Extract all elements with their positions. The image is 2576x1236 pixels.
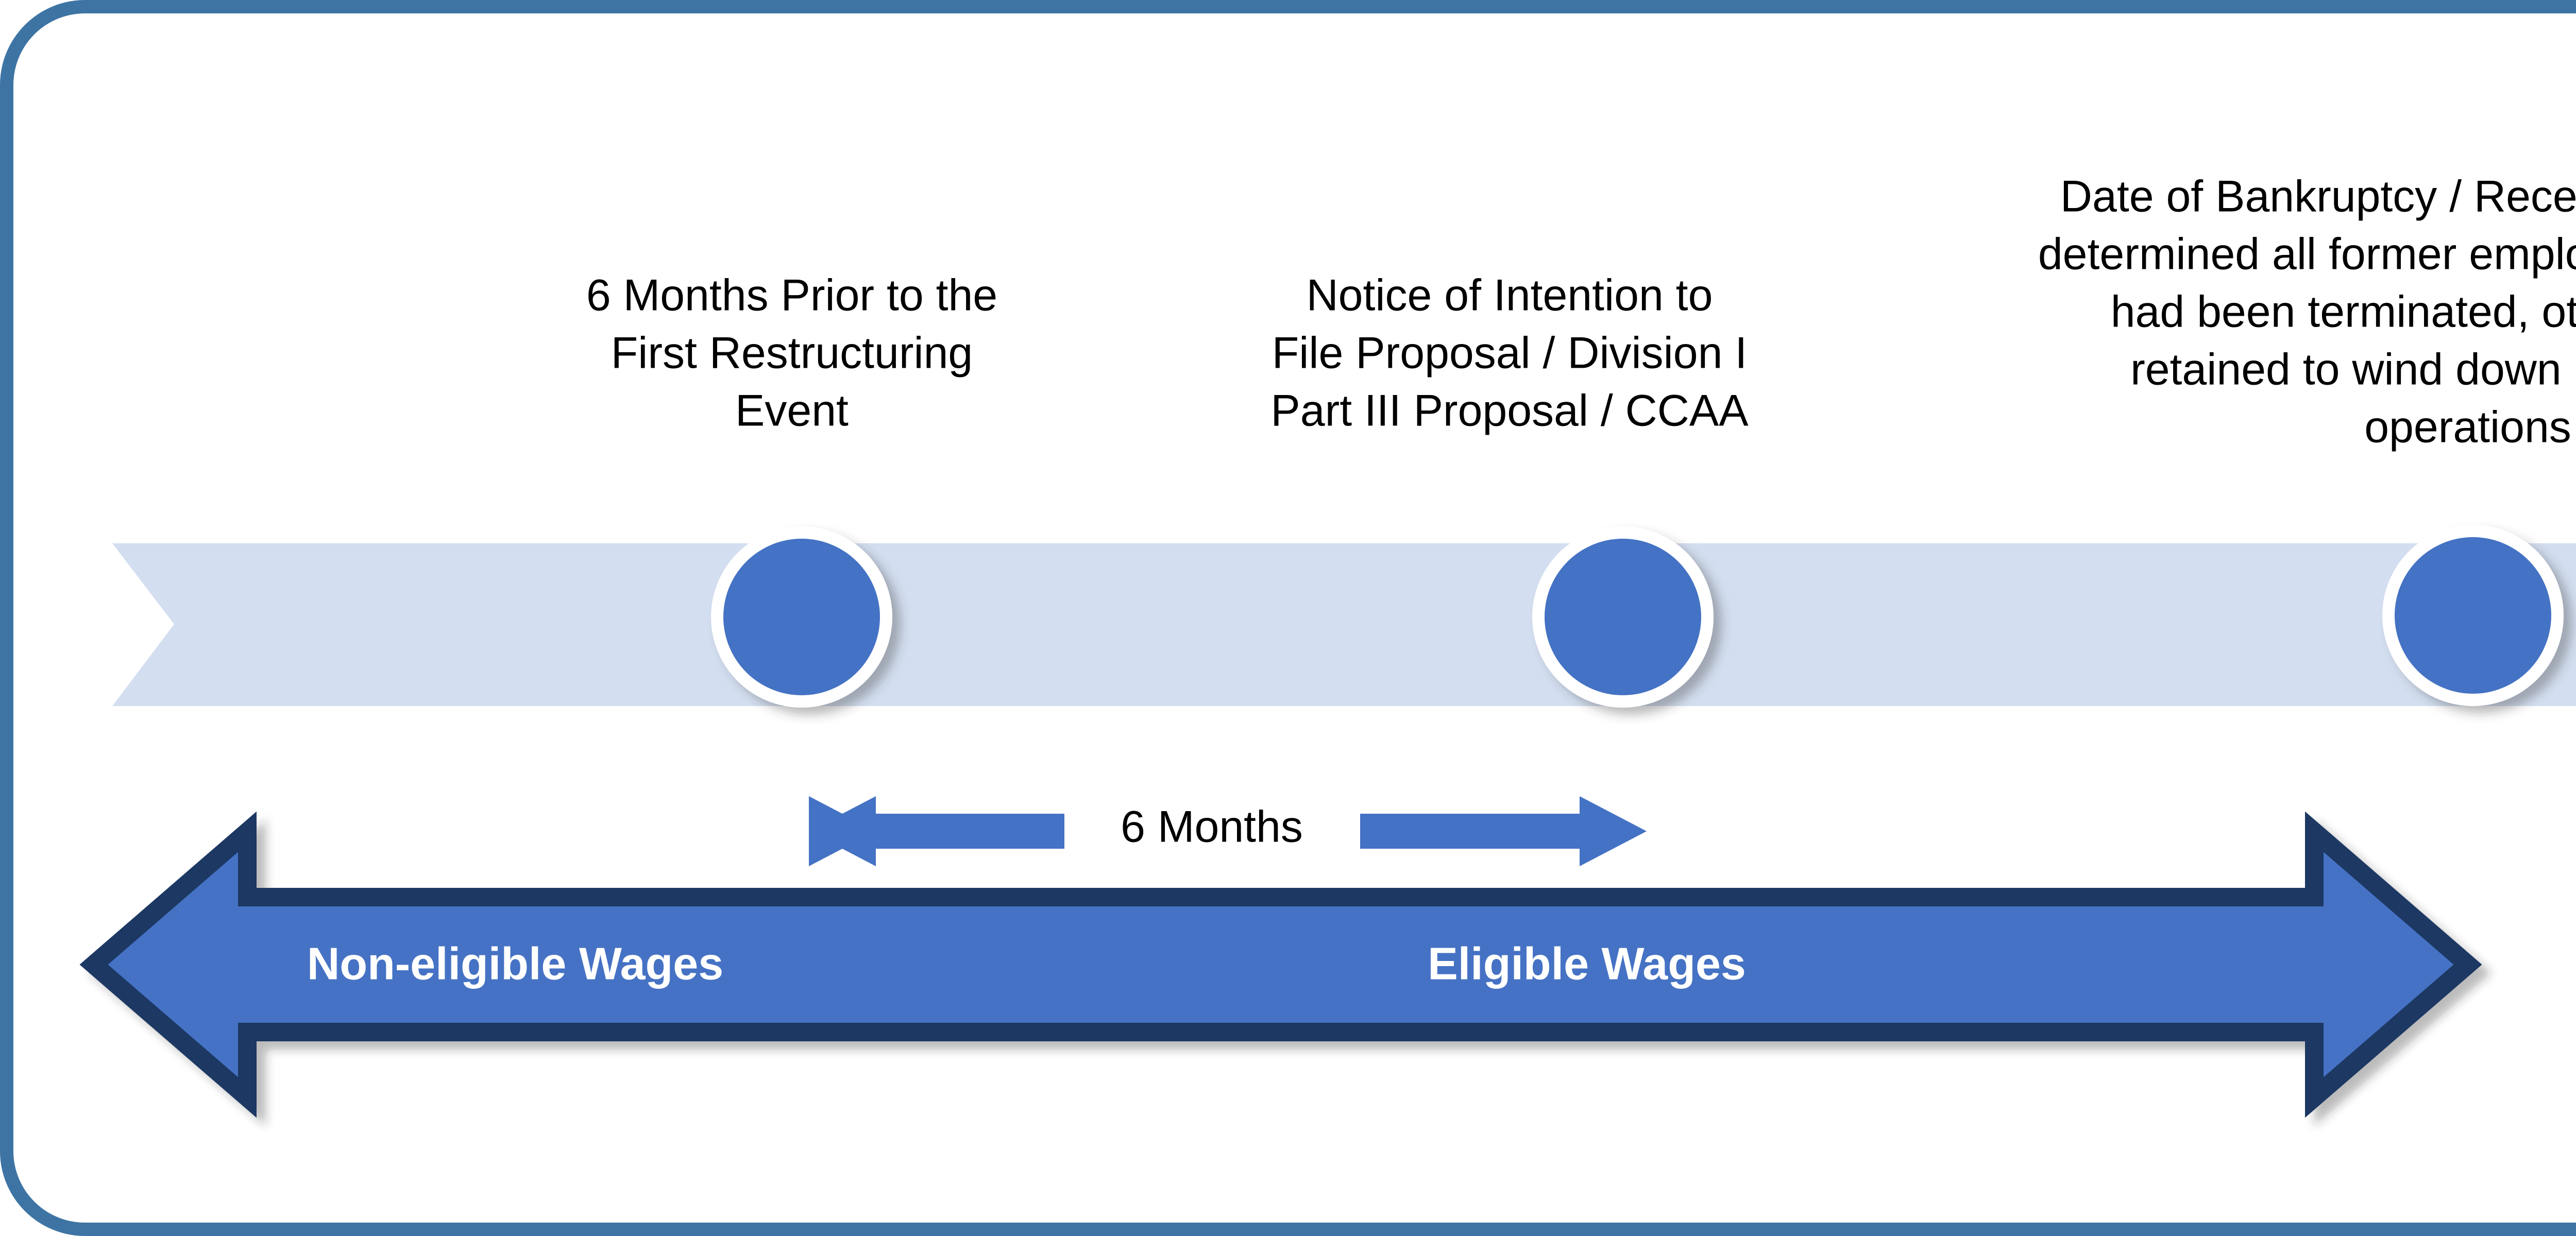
milestone-label-2-line-1: Notice of Intention to <box>1307 271 1713 320</box>
milestone-label-1-line-2: First Restructuring <box>611 329 973 378</box>
milestone-label-1: 6 Months Prior to the First Restructurin… <box>586 271 997 436</box>
milestone-label-3-line-4: retained to wind down its business <box>2130 345 2576 394</box>
milestone-label-2: Notice of Intention to File Proposal / D… <box>1270 271 1749 436</box>
six-months-span-arrow <box>809 796 1647 866</box>
circle-marker-1 <box>723 539 880 695</box>
milestone-label-1-line-3: Event <box>735 386 849 436</box>
milestone-marker-1[interactable] <box>711 526 892 708</box>
milestone-marker-3[interactable] <box>2382 525 2564 706</box>
span-arrow-right-bar <box>1360 814 1581 849</box>
milestone-marker-2[interactable] <box>1532 526 1714 708</box>
milestone-label-2-line-3: Part III Proposal / CCAA <box>1270 386 1749 436</box>
span-arrow-right-head <box>1580 796 1647 866</box>
timeline-band-arrow <box>112 543 2576 706</box>
span-arrow-left-shaft <box>809 796 876 866</box>
milestone-label-1-line-1: 6 Months Prior to the <box>586 271 997 320</box>
milestone-label-3-line-2: determined all former employees in Canad… <box>2038 230 2576 279</box>
circle-marker-2 <box>1545 539 1701 695</box>
milestone-label-3: Date of Bankruptcy / Receivership / Cour… <box>2038 172 2576 452</box>
milestone-markers <box>711 525 2564 708</box>
milestone-label-3-line-3: had been terminated, other than any <box>2111 287 2576 337</box>
wage-double-arrow <box>79 811 2482 1118</box>
milestone-label-3-line-1: Date of Bankruptcy / Receivership / Cour… <box>2060 172 2576 221</box>
circle-marker-3 <box>2395 537 2551 694</box>
eligible-wages-label: Eligible Wages <box>1428 938 1746 989</box>
non-eligible-wages-label: Non-eligible Wages <box>307 938 723 989</box>
six-months-span-label: 6 Months <box>1121 802 1303 852</box>
span-arrow-left-bar <box>875 814 1064 849</box>
milestone-label-3-line-5: operations <box>2364 403 2571 452</box>
milestone-label-2-line-2: File Proposal / Division I <box>1272 329 1747 378</box>
